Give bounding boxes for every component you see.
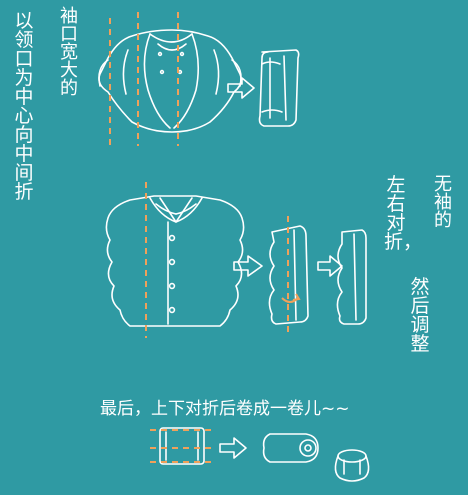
arrow-icon bbox=[317, 255, 343, 277]
rolling-garment bbox=[262, 433, 319, 463]
wide-cuff-garment bbox=[98, 29, 242, 133]
label-cuff-column: 袖口宽大的 bbox=[60, 6, 78, 99]
label-sleeveless-column: 无袖的 bbox=[434, 174, 452, 231]
final-fold-rectangle bbox=[159, 427, 205, 465]
folded-result-top bbox=[258, 49, 300, 127]
half-folded-shirt bbox=[268, 225, 309, 325]
fold-guides bbox=[109, 12, 289, 463]
arrow-icon bbox=[219, 437, 247, 459]
arrow-icon bbox=[233, 255, 263, 277]
sleeveless-shirt bbox=[105, 195, 245, 327]
label-fold-column-2: 然后调整 bbox=[410, 276, 430, 355]
bottom-caption: 最后，上下对折后卷成一卷儿~~ bbox=[100, 399, 350, 419]
arrow-icon bbox=[227, 77, 255, 99]
label-left-column: 以领口为中心向中间折 bbox=[14, 10, 34, 203]
rolled-cylinder bbox=[334, 449, 370, 482]
folded-strip bbox=[336, 229, 367, 325]
label-fold-column-1: 左右对折， bbox=[384, 174, 423, 253]
